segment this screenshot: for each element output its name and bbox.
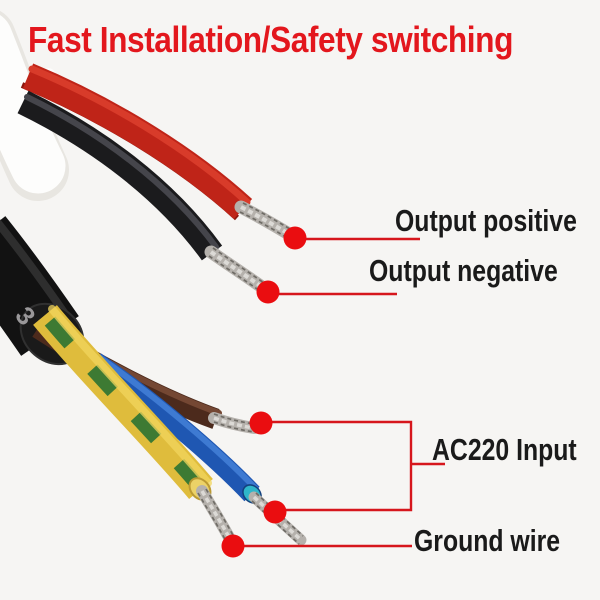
dot-ac-neutral xyxy=(263,500,287,524)
blue-strands-twist xyxy=(251,500,300,545)
brown-strands-twist xyxy=(213,421,255,433)
white-sheath xyxy=(0,15,66,194)
ground-strands-sheen xyxy=(200,490,233,542)
blue-strands-twist xyxy=(255,492,304,537)
ground-strands-twist xyxy=(197,492,228,544)
label-ac220-input: AC220 Input xyxy=(432,432,577,467)
label-output-positive: Output positive xyxy=(395,203,577,238)
black-wire-highlight xyxy=(24,94,219,250)
ground-wire-highlight xyxy=(48,305,212,487)
callout-dots xyxy=(221,226,307,558)
dot-ground xyxy=(221,534,245,558)
dot-ac-live xyxy=(249,411,273,435)
label-output-negative: Output negative xyxy=(369,253,558,288)
red-wire xyxy=(22,63,253,219)
dot-output-negative xyxy=(256,280,280,304)
callout-lines xyxy=(233,237,445,548)
ground-strands-twist xyxy=(205,488,236,540)
red-wire-highlight xyxy=(28,65,251,206)
negative-strands-twist xyxy=(212,247,272,289)
page-title: Fast Installation/Safety switching xyxy=(28,19,513,60)
ground-wire-green-stripe xyxy=(39,310,207,494)
black-wire xyxy=(17,90,223,261)
dc-output-wires xyxy=(0,10,304,299)
label-ground-wire: Ground wire xyxy=(414,523,561,558)
dot-output-positive xyxy=(283,226,307,250)
brown-strands-sheen xyxy=(213,416,255,430)
callout-bracket-ac220 xyxy=(262,420,413,512)
ac-input-cable: 3 xyxy=(0,216,307,547)
blue-wire-highlight xyxy=(96,354,259,492)
